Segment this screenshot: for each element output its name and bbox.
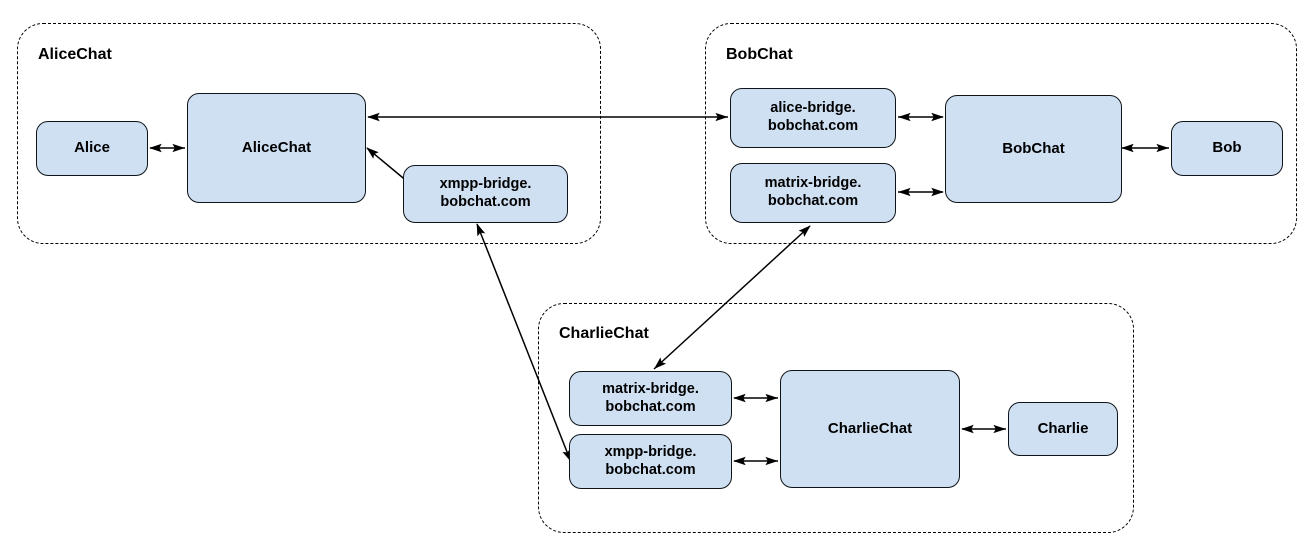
group-alicechat: [17, 23, 601, 244]
node-bob-matrix-bridge-line1: matrix-bridge.: [764, 175, 862, 192]
node-alicechat-server[interactable]: AliceChat: [187, 93, 366, 203]
node-bob-alice-bridge-line2: bobchat.com: [767, 118, 859, 134]
node-bob-matrix-bridge[interactable]: matrix-bridge. bobchat.com: [730, 163, 896, 223]
node-alicechat-server-label: AliceChat: [241, 138, 312, 156]
node-alice-xmpp-bridge-line1: xmpp-bridge.: [439, 176, 532, 193]
group-bobchat-label: BobChat: [726, 46, 793, 63]
node-charlie-user-label: Charlie: [1037, 419, 1089, 437]
group-alicechat-label: AliceChat: [38, 46, 112, 63]
node-charlie-matrix-bridge-line1: matrix-bridge.: [602, 380, 699, 397]
node-charlie-matrix-bridge-line2: bobchat.com: [605, 398, 696, 415]
node-alice-xmpp-bridge-line2: bobchat.com: [440, 194, 531, 210]
node-bob-user-label: Bob: [1212, 139, 1242, 157]
group-charliechat-label: CharlieChat: [559, 325, 649, 342]
node-charlie-xmpp-bridge-line2: bobchat.com: [605, 461, 696, 478]
group-bobchat: [705, 23, 1297, 244]
node-charlie-user[interactable]: Charlie: [1008, 402, 1118, 456]
node-bob-matrix-bridge-line2: bobchat.com: [767, 193, 859, 209]
node-alice-xmpp-bridge[interactable]: xmpp-bridge. bobchat.com: [403, 165, 568, 223]
node-charliechat-server[interactable]: CharlieChat: [780, 370, 960, 488]
node-bob-user[interactable]: Bob: [1171, 121, 1283, 176]
node-charlie-xmpp-bridge-line1: xmpp-bridge.: [604, 443, 697, 460]
node-bobchat-server-label: BobChat: [1002, 139, 1065, 157]
node-bob-alice-bridge[interactable]: alice-bridge. bobchat.com: [730, 88, 896, 148]
node-charlie-xmpp-bridge[interactable]: xmpp-bridge. bobchat.com: [569, 434, 732, 489]
node-alice-user[interactable]: Alice: [36, 121, 148, 176]
node-charlie-matrix-bridge[interactable]: matrix-bridge. bobchat.com: [569, 371, 732, 426]
node-bobchat-server[interactable]: BobChat: [945, 95, 1122, 203]
node-charliechat-server-label: CharlieChat: [827, 419, 913, 437]
node-alice-user-label: Alice: [74, 139, 110, 157]
node-bob-alice-bridge-line1: alice-bridge.: [770, 100, 856, 117]
